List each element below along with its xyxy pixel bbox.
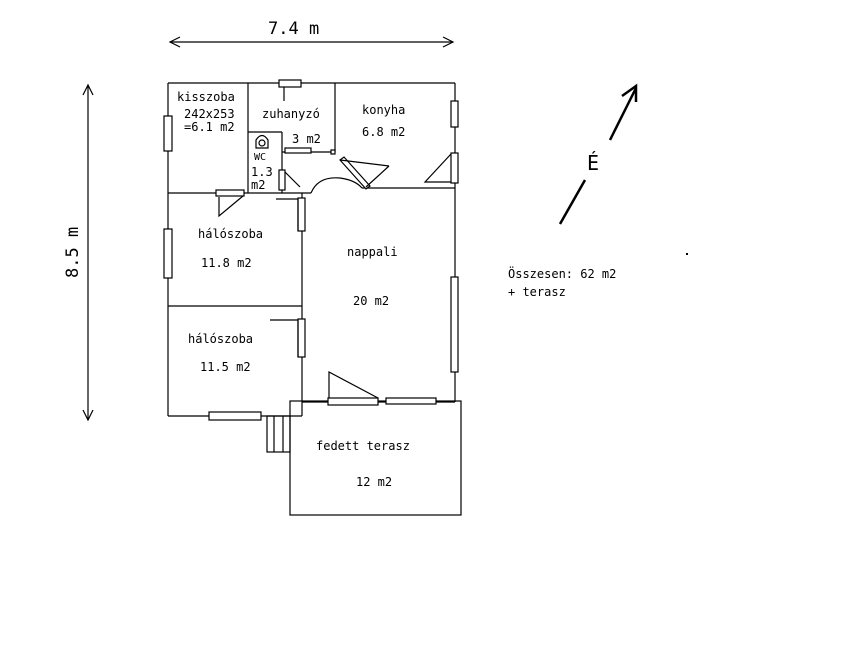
kisszoba-size: 242x253 (184, 107, 235, 121)
dot-mark (686, 253, 688, 255)
north-label: É (587, 151, 599, 175)
height-label: 8.5 m (63, 227, 83, 278)
width-label: 7.4 m (268, 19, 319, 39)
wc-area: 1.3 (251, 165, 273, 179)
summary-terrace: + terasz (508, 285, 566, 299)
kisszoba-area: =6.1 m2 (184, 120, 235, 134)
windows (163, 79, 459, 421)
nappali-name: nappali (347, 245, 398, 259)
haloszoba2-name: hálószoba (188, 332, 253, 346)
haloszoba2-area: 11.5 m2 (200, 360, 251, 374)
haloszoba1-area: 11.8 m2 (201, 256, 252, 270)
terasz-area: 12 m2 (356, 475, 392, 489)
nappali-area: 20 m2 (353, 294, 389, 308)
wc-name: WC (254, 152, 266, 163)
width-dimension-arrow (168, 36, 455, 48)
kisszoba-name: kisszoba (177, 90, 235, 104)
zuhanyzo-name: zuhanyzó (262, 107, 320, 121)
konyha-area: 6.8 m2 (362, 125, 405, 139)
height-dimension-arrow (82, 83, 94, 422)
walls (167, 82, 462, 516)
konyha-name: konyha (362, 103, 405, 117)
doors (215, 149, 452, 406)
summary-total: Összesen: 62 m2 (508, 265, 616, 281)
wc-area-unit: m2 (251, 178, 265, 192)
toilet-icon (255, 134, 269, 149)
north-arrow-icon (558, 83, 638, 225)
zuhanyzo-area: 3 m2 (292, 132, 321, 146)
haloszoba1-name: hálószoba (198, 227, 263, 241)
terasz-name: fedett terasz (316, 439, 410, 453)
